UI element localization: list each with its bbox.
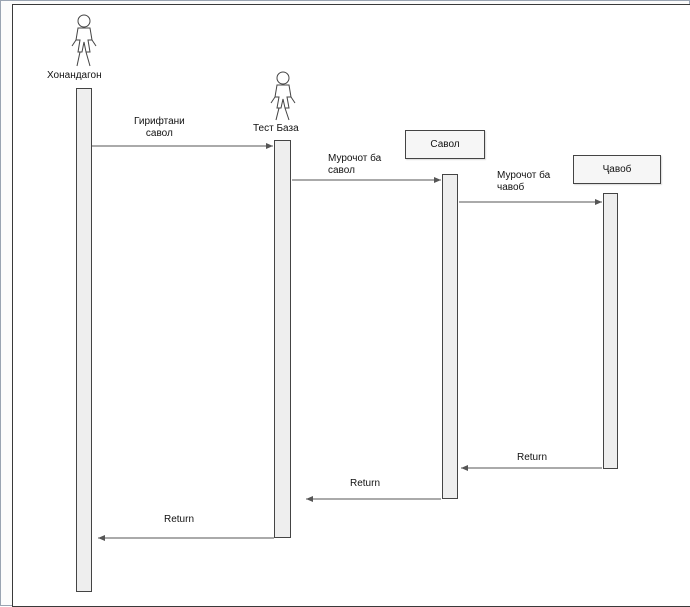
- diagram-canvas: [12, 4, 690, 607]
- lifeline-answer: [603, 193, 618, 469]
- lifeline-question: [442, 174, 458, 499]
- actor-user-icon: [71, 14, 97, 67]
- object-answer-box: Ҷавоб: [573, 155, 661, 184]
- object-question-box: Савол: [405, 130, 485, 159]
- actor-testbase-icon: [270, 71, 296, 121]
- actor-testbase-label: Тест База: [253, 123, 299, 134]
- return-label-3: Return: [164, 514, 195, 525]
- lifeline-user: [76, 88, 92, 592]
- return-label-2: Return: [350, 478, 381, 489]
- lifeline-testbase: [274, 140, 291, 538]
- return-label-1: Return: [517, 452, 548, 463]
- message-label-1: Гирифтани савол: [134, 116, 185, 139]
- actor-user-label: Хонандагон: [47, 70, 102, 81]
- message-label-3: Мурочот ба чавоб: [497, 170, 551, 193]
- message-label-2: Мурочот ба савол: [328, 153, 382, 176]
